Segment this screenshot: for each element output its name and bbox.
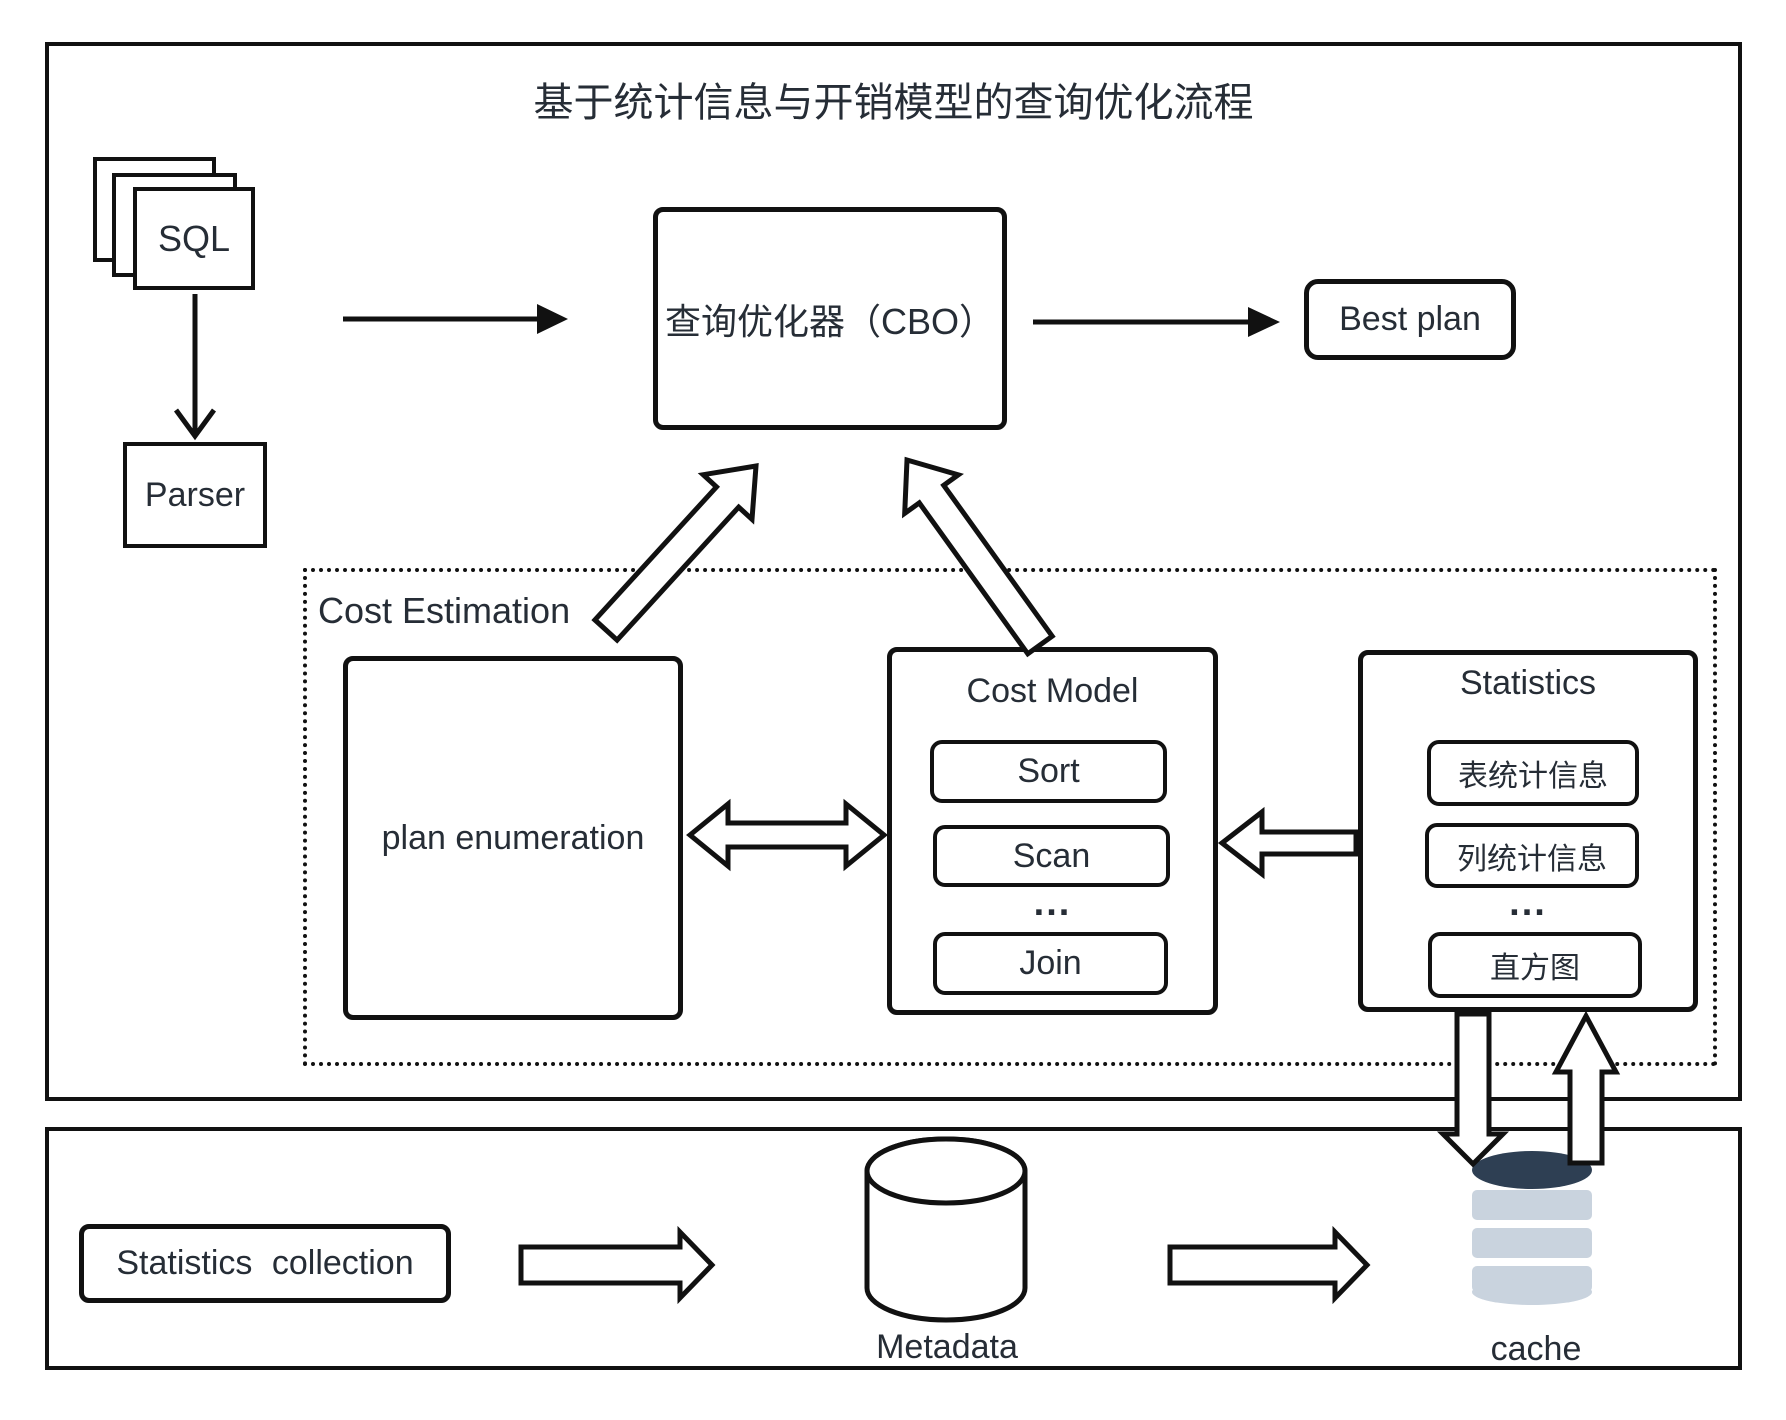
sql-node: SQL	[133, 187, 255, 290]
bottom-section-frame	[45, 1127, 1742, 1370]
statistics-title: Statistics	[1459, 664, 1597, 702]
cache-label-text: cache	[1490, 1330, 1582, 1368]
statistics-item-column-stats-label: 列统计信息	[1457, 842, 1607, 876]
statistics-collection-label: Statistics collection	[116, 1244, 414, 1282]
top-section-frame	[45, 42, 1742, 1101]
plan-enumeration-label: plan enumeration	[381, 818, 645, 857]
cost-model-item-join: Join	[933, 932, 1168, 995]
cache-label: cache	[1386, 1330, 1686, 1369]
cost-model-item-sort: Sort	[930, 740, 1167, 803]
cost-model-ellipsis: ...	[1033, 882, 1072, 924]
parser-node: Parser	[123, 442, 267, 548]
parser-label: Parser	[144, 475, 246, 514]
cost-model-title: Cost Model	[966, 672, 1139, 710]
sql-label: SQL	[157, 217, 231, 259]
best-plan-node: Best plan	[1304, 279, 1516, 360]
optimizer-cbo-node: 查询优化器（CBO）	[653, 207, 1007, 430]
cost-model-item-join-label: Join	[1019, 944, 1082, 982]
statistics-item-histogram: 直方图	[1428, 932, 1642, 998]
statistics-ellipsis: ...	[1509, 882, 1547, 924]
cost-estimation-label: Cost Estimation	[318, 590, 571, 631]
metadata-label-text: Metadata	[876, 1328, 1018, 1366]
cost-model-item-scan: Scan	[933, 825, 1170, 887]
metadata-label: Metadata	[797, 1328, 1097, 1367]
diagram-title: 基于统计信息与开销模型的查询优化流程	[533, 81, 1254, 125]
statistics-collection-node: Statistics collection	[79, 1224, 451, 1303]
cost-model-item-scan-label: Scan	[1012, 836, 1091, 875]
statistics-item-table-stats-label: 表统计信息	[1458, 760, 1608, 793]
statistics-item-column-stats: 列统计信息	[1425, 823, 1639, 888]
statistics-item-histogram-label: 直方图	[1490, 952, 1580, 985]
cost-model-item-sort-label: Sort	[1017, 752, 1080, 790]
plan-enumeration-node: plan enumeration	[343, 656, 683, 1020]
best-plan-label: Best plan	[1339, 300, 1481, 338]
optimizer-cbo-label: 查询优化器（CBO）	[664, 300, 995, 342]
statistics-item-table-stats: 表统计信息	[1427, 740, 1639, 806]
